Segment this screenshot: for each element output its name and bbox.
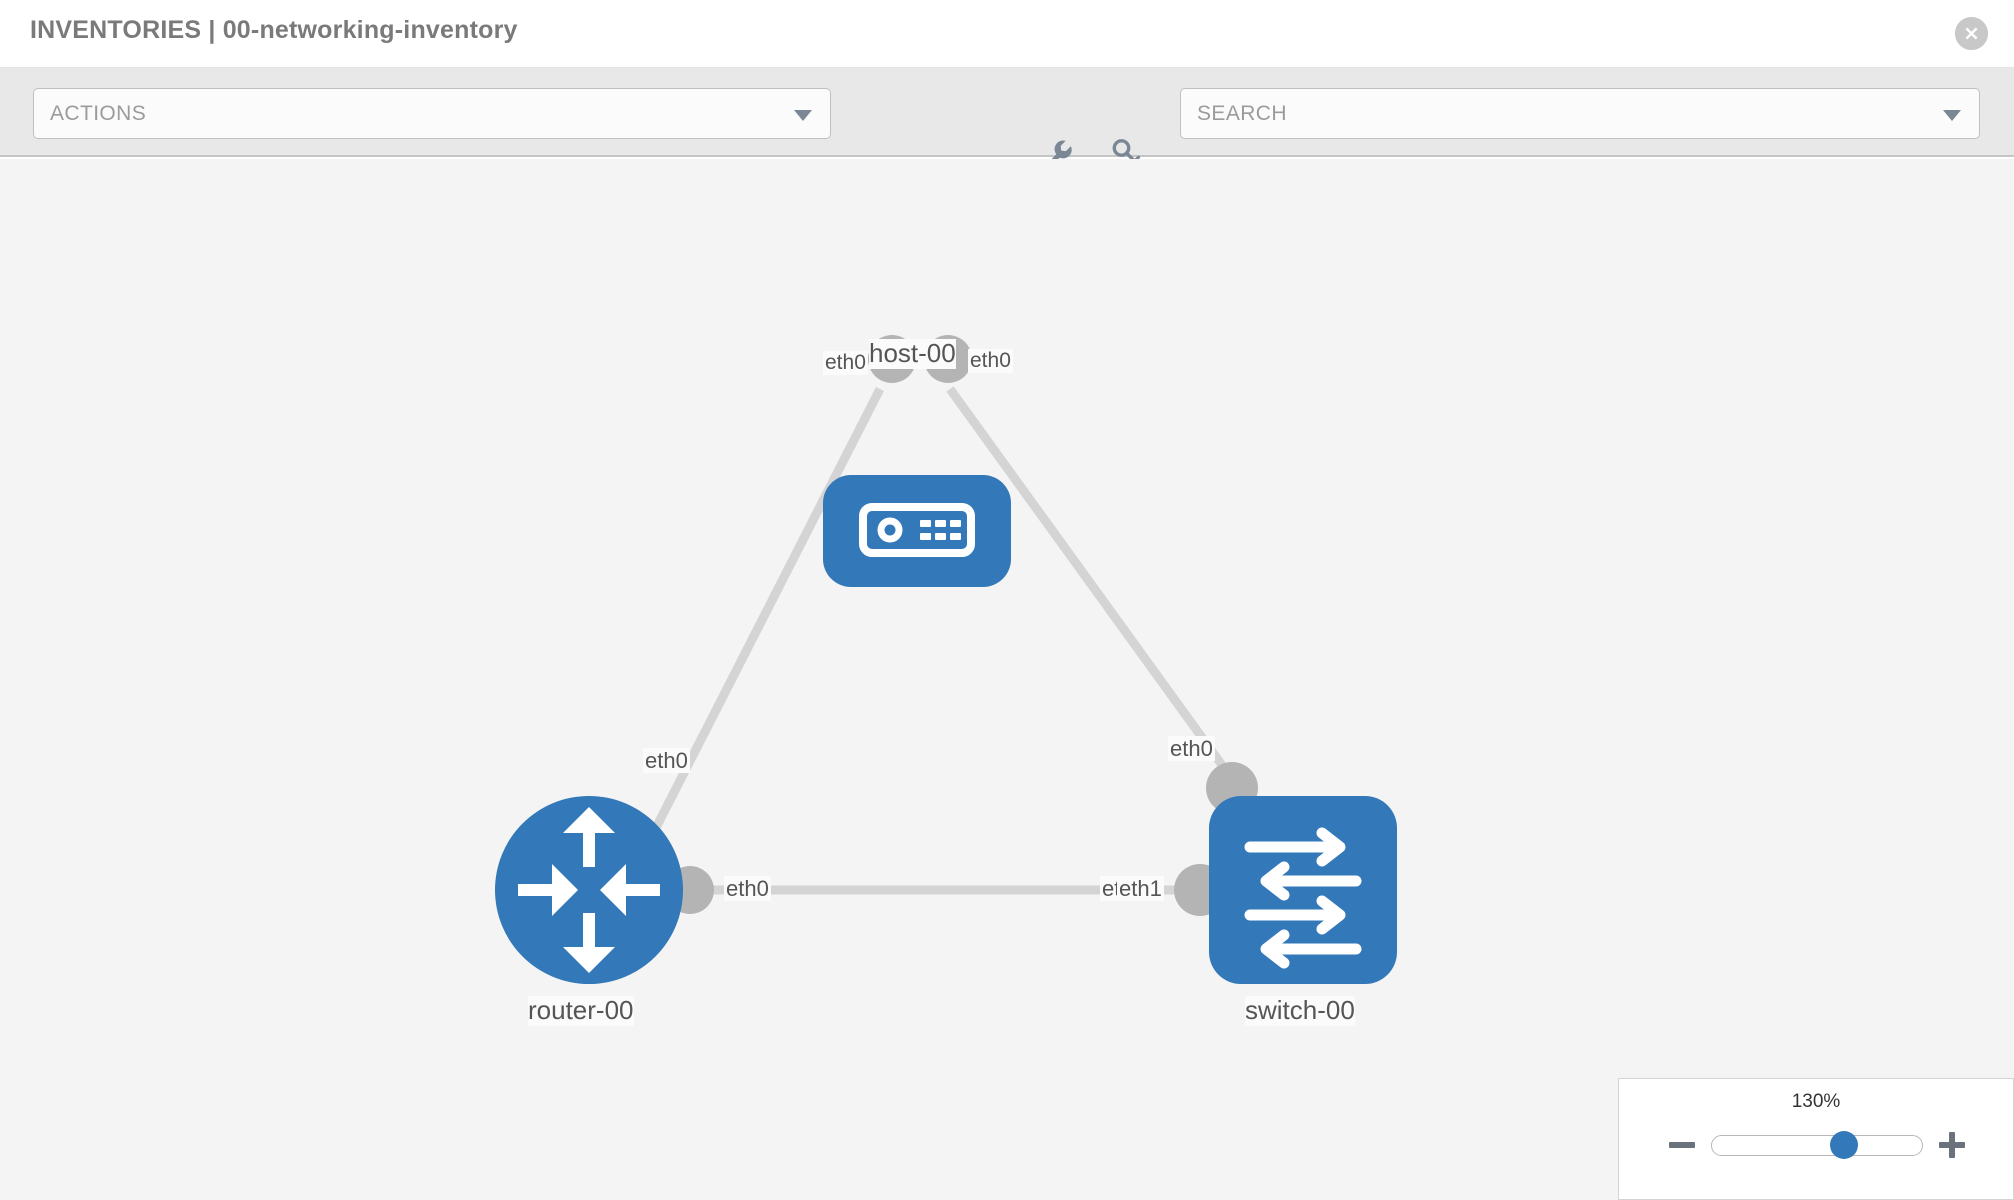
node-switch-00[interactable]: [1209, 796, 1397, 984]
zoom-slider-thumb[interactable]: [1830, 1131, 1859, 1159]
minus-icon[interactable]: [1669, 1132, 1695, 1158]
close-icon[interactable]: [1955, 17, 1988, 50]
chevron-down-icon[interactable]: [1943, 110, 1961, 121]
page-title: INVENTORIES | 00-networking-inventory: [30, 16, 518, 44]
zoom-level-value: 130%: [1791, 1091, 1841, 1112]
actions-dropdown-label: ACTIONS: [50, 102, 147, 125]
node-router-00[interactable]: [495, 796, 683, 984]
toolbar: ACTIONS SEARCH: [0, 68, 2014, 170]
search-placeholder: SEARCH: [1197, 102, 1287, 125]
plus-icon[interactable]: [1939, 1132, 1965, 1158]
chevron-down-icon: [794, 110, 812, 121]
edge-host-switch[interactable]: [946, 386, 1236, 782]
edge-label-router-right-eth: eth0: [724, 876, 771, 902]
topology-graph: [495, 335, 1397, 984]
search-input[interactable]: SEARCH: [1180, 88, 1980, 139]
edge-label-host-right-eth: eth0: [968, 349, 1013, 374]
node-host-00[interactable]: [823, 475, 1011, 587]
page-header: INVENTORIES | 00-networking-inventory: [0, 0, 2014, 68]
edge-label-switch-left-eth: eth1: [1117, 876, 1164, 902]
edge-label-switch-up-eth: eth0: [1168, 736, 1215, 762]
edge-group: [635, 386, 1236, 895]
node-label-switch-00: switch-00: [1245, 995, 1355, 1026]
node-label-router-00: router-00: [528, 995, 634, 1026]
topology-canvas[interactable]: eth0 host-00 eth0 eth0 eth0 eth0 eth0 et…: [0, 159, 2014, 1200]
edge-label-router-up-eth: eth0: [643, 748, 690, 774]
router-four-arrows-icon: [518, 807, 660, 973]
edge-host-router[interactable]: [635, 386, 885, 862]
switch-exchange-arrows-icon: [1244, 827, 1362, 969]
actions-dropdown[interactable]: ACTIONS: [33, 88, 831, 139]
zoom-controls-row: [1619, 1125, 2014, 1165]
edge-label-host-left-eth: eth0: [823, 351, 868, 376]
zoom-control-panel: 130%: [1618, 1078, 2014, 1200]
zoom-slider[interactable]: [1711, 1131, 1923, 1159]
node-label-host-00: host-00: [869, 338, 956, 369]
server-appliance-icon: [859, 503, 975, 557]
